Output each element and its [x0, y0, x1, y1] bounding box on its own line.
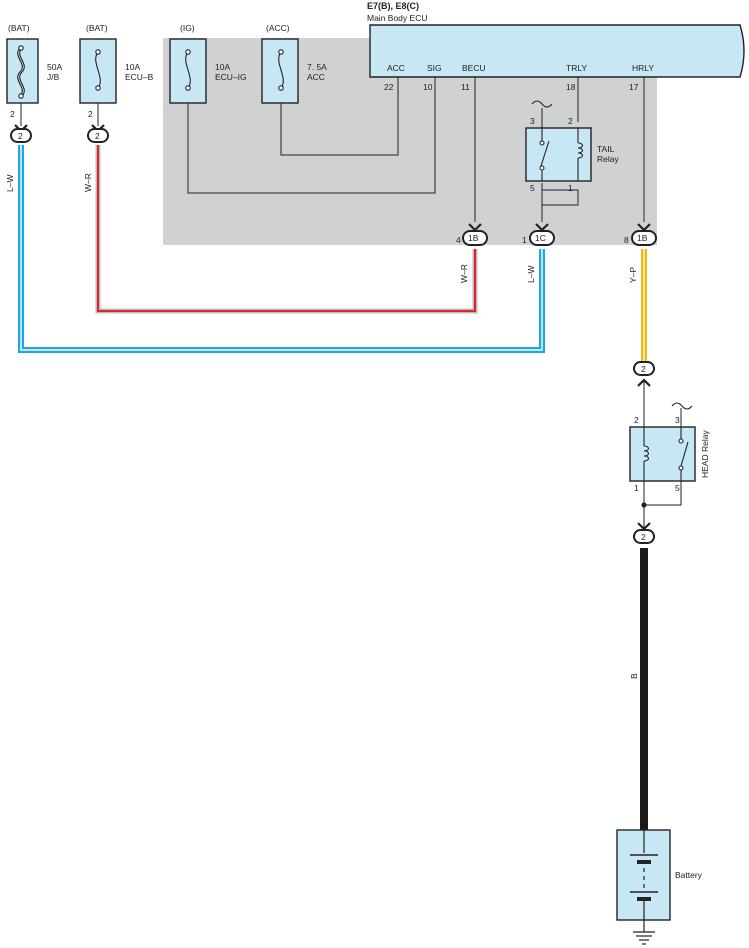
wire-label-y-p: Y–P [628, 267, 638, 283]
connector-fuse-2: 2 [87, 124, 109, 143]
head-relay-label: HEAD Relay [700, 430, 710, 478]
tail-relay-label: Relay [597, 154, 619, 164]
connector-label: 2 [641, 532, 646, 542]
junction-label: 1B [637, 233, 648, 243]
junction-connector-1b-4: 4 1B [456, 223, 488, 246]
wire-w-r [95, 145, 478, 314]
head-connector-top: 2 [633, 361, 655, 427]
relay-coil-icon [643, 427, 650, 481]
fuse-icon [95, 49, 101, 91]
junction-pin-number: 8 [624, 235, 629, 245]
fuse-rating: 50A [47, 62, 62, 72]
connector-fuse-1: 2 [10, 124, 32, 143]
ecu-internal-wires [187, 77, 645, 222]
wire-label-l-w: L–W [526, 266, 536, 283]
connector-label: 2 [95, 131, 100, 141]
junction-pin-number: 4 [456, 235, 461, 245]
ecu-pin-sig: SIG [427, 63, 442, 73]
relay-switch-icon [678, 427, 689, 481]
noise-tilde-icon [671, 402, 693, 410]
tail-relay: 3 2 TAIL Relay 5 1 [525, 100, 619, 193]
fuse-source-label: (BAT) [8, 23, 30, 33]
ecu-pin-trly-number: 18 [566, 82, 576, 92]
fuse-rating: 10A [215, 62, 230, 72]
head-relay: 2 3 HEAD Relay 1 5 [629, 402, 710, 528]
connector-label: 2 [18, 131, 23, 141]
fuse-name: ECU–B [125, 72, 154, 82]
ecu-pin-becu-number: 11 [461, 82, 470, 92]
ecu-pin-sig-number: 10 [423, 82, 433, 92]
ground-icon [633, 920, 655, 945]
ecu-connector-box [369, 24, 745, 78]
battery-label: Battery [675, 870, 703, 880]
fuse-10a-ecu-b: (BAT) 10A ECU–B 2 [79, 23, 154, 126]
fuse-7-5a-acc: (ACC) 7. 5A ACC [261, 23, 327, 104]
ecu-pin-becu: BECU [462, 63, 486, 73]
ecu-subtitle: Main Body ECU [367, 13, 427, 23]
tail-relay-label: TAIL [597, 144, 615, 154]
fuse-pin-number: 2 [88, 109, 93, 119]
wire-l-w [18, 145, 545, 353]
relay-coil-icon [577, 128, 584, 181]
fuse-rating: 10A [125, 62, 140, 72]
tail-relay-pin: 3 [530, 116, 535, 126]
junction-label: 1C [535, 233, 546, 243]
fusible-link-icon [17, 45, 25, 99]
noise-tilde-icon [531, 100, 553, 108]
fuse-icon [278, 49, 284, 91]
ecu-pin-acc-number: 22 [384, 82, 394, 92]
junction-connector-1c-1: 1 1C [522, 223, 555, 246]
fuse-name: J/B [47, 72, 60, 82]
fuse-pin-number: 2 [10, 109, 15, 119]
fuse-source-label: (BAT) [86, 23, 108, 33]
tail-relay-pin: 2 [568, 116, 573, 126]
fuse-source-label: (IG) [180, 23, 195, 33]
wire-label-w-r: W–R [459, 264, 469, 283]
ecu-pin-hrly: HRLY [632, 63, 654, 73]
connector-label: 2 [641, 364, 646, 374]
ecu-pin-acc: ACC [387, 63, 405, 73]
junction-label: 1B [468, 233, 479, 243]
wire-label-w-r: W–R [83, 173, 93, 192]
fuse-name: ECU–IG [215, 72, 247, 82]
fuse-source-label: (ACC) [266, 23, 290, 33]
wire-label-l-w: L–W [5, 175, 15, 192]
battery: Battery [616, 829, 703, 921]
junction-pin-number: 1 [522, 235, 527, 245]
ecu-title: E7(B), E8(C) [367, 1, 419, 11]
ecu-pin-hrly-number: 17 [629, 82, 639, 92]
battery-icon [630, 830, 658, 920]
head-relay-pin: 3 [675, 415, 680, 425]
tail-relay-pin: 5 [530, 183, 535, 193]
fuse-rating: 7. 5A [307, 62, 327, 72]
fuse-50a-jb: (BAT) 50A J/B 2 [6, 23, 62, 126]
tail-relay-pin: 1 [568, 183, 573, 193]
ecu-pin-trly: TRLY [566, 63, 587, 73]
fuse-name: ACC [307, 72, 325, 82]
head-relay-pin: 5 [675, 483, 680, 493]
head-relay-pin: 1 [634, 483, 639, 493]
relay-switch-icon [539, 128, 550, 181]
head-relay-pin: 2 [634, 415, 639, 425]
fuse-10a-ecu-ig: (IG) 10A ECU–IG [169, 23, 247, 104]
wire-label-b: B [629, 673, 639, 679]
fuse-icon [185, 49, 191, 91]
head-connector-bottom: 2 [633, 522, 655, 544]
junction-connector-1b-8: 8 1B [624, 223, 657, 246]
